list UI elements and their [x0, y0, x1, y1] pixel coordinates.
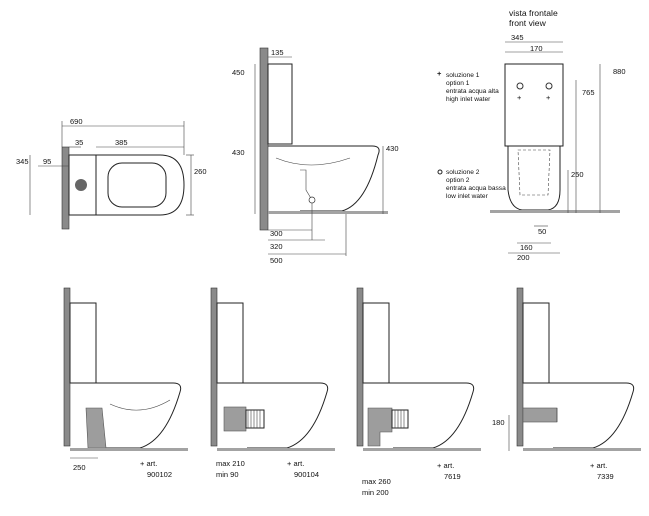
dim-50: 50 — [538, 227, 546, 236]
svg-text:soluzione 2: soluzione 2 — [446, 169, 480, 176]
dim-500: 500 — [270, 256, 283, 265]
dim-min-90: min 90 — [216, 470, 239, 479]
svg-text:soluzione 1: soluzione 1 — [446, 72, 480, 79]
dim-345-front: 345 — [511, 33, 524, 42]
side-view-cistern — [267, 63, 293, 145]
dim-max-210: max 210 — [216, 459, 245, 468]
art-code-1: 900102 — [147, 470, 172, 479]
variant-900104: max 210 min 90 + art. 900104 — [210, 287, 335, 479]
side-view-bowl — [268, 145, 380, 212]
variant-7619: max 260 min 200 + art. 7619 — [356, 287, 481, 497]
dim-450: 450 — [232, 68, 245, 77]
option1-note: + soluzione 1 option 1 entrata acqua alt… — [437, 69, 499, 103]
variant-7339: 180 + art. 7339 — [492, 287, 641, 481]
dim-320: 320 — [270, 242, 283, 251]
front-view-cistern — [504, 63, 564, 147]
art-label-1: + art. — [140, 459, 157, 468]
dim-35: 35 — [75, 138, 83, 147]
svg-text:entrata acqua alta: entrata acqua alta — [446, 88, 499, 95]
top-view: 690 35 385 345 95 260 — [16, 117, 207, 230]
dim-385: 385 — [115, 138, 128, 147]
svg-text:entrata acqua bassa: entrata acqua bassa — [446, 185, 506, 192]
option2-note: soluzione 2 option 2 entrata acqua bassa… — [437, 169, 506, 200]
dim-250: 250 — [571, 170, 584, 179]
svg-text:+: + — [517, 93, 522, 102]
art-label-4: + art. — [590, 461, 607, 470]
dim-880: 880 — [613, 67, 626, 76]
top-view-seat — [107, 162, 167, 208]
front-view-title-it: vista frontale — [509, 8, 558, 18]
svg-text:low inlet water: low inlet water — [446, 193, 489, 200]
top-view-bowl — [96, 154, 185, 216]
side-view-wall — [259, 47, 269, 231]
dim-430-right: 430 — [386, 144, 399, 153]
dim-180: 180 — [492, 418, 505, 427]
dim-345-top: 345 — [16, 157, 29, 166]
art-code-4: 7339 — [597, 472, 614, 481]
dim-300: 300 — [270, 229, 283, 238]
front-view-title-en: front view — [509, 18, 547, 28]
svg-text:+: + — [437, 69, 442, 78]
svg-text:option 2: option 2 — [446, 177, 470, 184]
dim-170: 170 — [530, 44, 543, 53]
dim-95: 95 — [43, 157, 51, 166]
dim-160: 160 — [520, 243, 533, 252]
top-view-flush-button — [75, 179, 87, 191]
dim-200: 200 — [517, 253, 530, 262]
dim-250-variant: 250 — [73, 463, 86, 472]
dim-max-260: max 260 — [362, 477, 391, 486]
dim-260: 260 — [194, 167, 207, 176]
art-label-2: + art. — [287, 459, 304, 468]
dim-430-left: 430 — [232, 148, 245, 157]
top-view-wall — [61, 146, 70, 230]
side-view: 135 450 430 430 300 320 500 — [232, 47, 399, 265]
svg-text:high inlet water: high inlet water — [446, 96, 491, 103]
dim-min-200: min 200 — [362, 488, 389, 497]
front-view: vista frontale front view 345 170 + + 88… — [490, 8, 626, 262]
front-view-bowl — [507, 146, 561, 211]
dim-135: 135 — [271, 48, 284, 57]
dim-765: 765 — [582, 88, 595, 97]
art-code-2: 900104 — [294, 470, 319, 479]
art-label-3: + art. — [437, 461, 454, 470]
svg-text:option 1: option 1 — [446, 80, 470, 87]
dim-690: 690 — [70, 117, 83, 126]
variant-900102: 250 + art. 900102 — [63, 287, 188, 479]
art-code-3: 7619 — [444, 472, 461, 481]
top-view-cistern — [68, 154, 97, 216]
svg-text:+: + — [546, 93, 551, 102]
